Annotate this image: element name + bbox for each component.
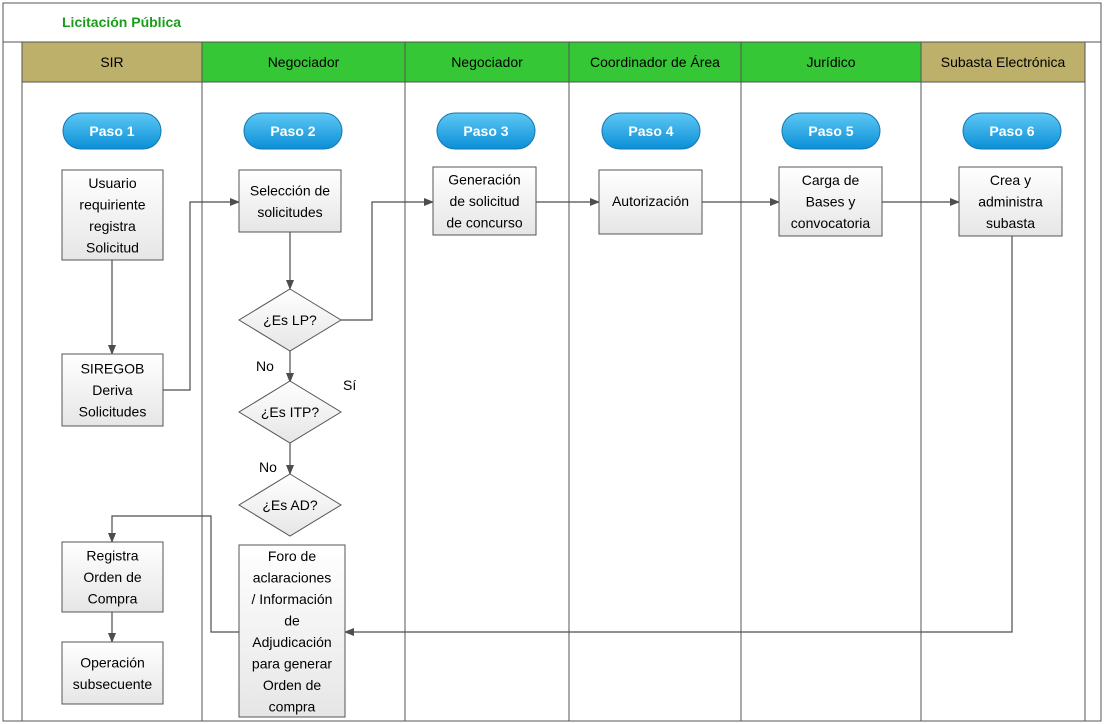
process-boxes: Usuario requiriente registraSolicitudSIREG… <box>61 166 1063 718</box>
step-badge-1 <box>62 112 162 150</box>
process-siregob-line: Solicitudes <box>79 404 147 420</box>
lane-header-1 <box>21 41 203 83</box>
process-crea <box>958 166 1063 237</box>
process-operacion-line: Operación <box>80 654 145 670</box>
process-foro-line: para generar <box>252 655 333 671</box>
process-carga-line: convocatoria <box>791 215 871 231</box>
process-registra-line: Compra <box>88 591 138 607</box>
process-foro-line: de <box>284 612 300 628</box>
process-registra <box>61 541 164 613</box>
step-label: Paso 5 <box>808 123 853 139</box>
connectors <box>108 198 1013 643</box>
step-badges: Paso 1 Paso 2 Paso 3 Paso 4 Paso 5 Paso 6 <box>62 112 1062 150</box>
process-foro-line: / Información <box>252 591 333 607</box>
step-label: Paso 3 <box>463 123 508 139</box>
diagram-title: Licitación Pública <box>62 14 181 30</box>
step-label: Paso 1 <box>89 123 134 139</box>
process-registra-line: Orden de <box>83 569 142 585</box>
step-label: Paso 6 <box>989 123 1034 139</box>
edge-label-no-lp: No <box>256 358 274 374</box>
process-foro-line: compra <box>269 698 316 714</box>
process-siregob <box>61 353 164 427</box>
process-crea-line: Crea y <box>990 172 1031 188</box>
process-seleccion-line: solicitudes <box>257 204 322 220</box>
process-generacion <box>432 166 537 236</box>
lane-label: Negociador <box>268 54 340 70</box>
process-foro-line: Orden de <box>263 677 322 693</box>
process-carga-line: Carga de <box>802 172 860 188</box>
decision-itp <box>238 380 342 444</box>
step-badge-3 <box>436 112 536 150</box>
lane-header-6 <box>920 41 1086 83</box>
edge-label-no-itp: No <box>259 459 277 475</box>
process-foro <box>238 544 346 718</box>
process-crea-line: subasta <box>986 215 1035 231</box>
edge-crea-foro <box>344 236 1013 636</box>
decision-itp-label: ¿Es ITP? <box>261 404 320 420</box>
lane-label: SIR <box>100 54 123 70</box>
step-badge-4 <box>601 112 701 150</box>
step-badge-2 <box>243 112 343 150</box>
step-label: Paso 4 <box>628 123 673 139</box>
process-autorizacion <box>598 169 703 235</box>
process-operacion-line: subsecuente <box>73 676 153 692</box>
process-generacion-line: de concurso <box>446 215 522 231</box>
process-seleccion-line: Selección de <box>250 182 330 198</box>
process-foro-line: Foro de <box>268 548 316 564</box>
step-badge-5 <box>781 112 881 150</box>
decisions: ¿Es LP? ¿Es ITP? ¿Es AD? <box>238 288 342 537</box>
lane-label: Subasta Electrónica <box>941 54 1066 70</box>
step-badge-6 <box>962 112 1062 150</box>
lanes: SIR Negociador Negociador Coordinador de Ár… <box>21 41 1086 721</box>
process-usuario-line: Usuario <box>88 175 136 191</box>
process-usuario-line: Solicitud <box>86 239 139 255</box>
decision-lp-label: ¿Es LP? <box>263 312 317 328</box>
edge-siregob-seleccion <box>163 198 240 391</box>
process-usuario-line: registra <box>89 218 136 234</box>
lane-label: Jurídico <box>806 54 855 70</box>
edge-lp-generacion <box>341 198 434 321</box>
process-generacion-line: Generación <box>448 172 520 188</box>
process-usuario <box>61 169 164 261</box>
process-usuario-line: requiriente <box>79 196 145 212</box>
process-autorizacion-line: Autorización <box>612 193 689 209</box>
process-operacion <box>61 641 164 705</box>
process-registra-line: Registra <box>86 548 138 564</box>
process-siregob-line: Deriva <box>92 382 133 398</box>
process-generacion-line: de solicitud <box>449 193 519 209</box>
step-label: Paso 2 <box>270 123 315 139</box>
lane-label: Negociador <box>451 54 523 70</box>
process-crea-line: administra <box>978 194 1043 210</box>
process-carga <box>778 166 883 237</box>
lane-header-3 <box>404 41 570 83</box>
decision-lp <box>238 288 342 352</box>
process-foro-line: Adjudicación <box>252 634 331 650</box>
edge-foro-registra <box>108 515 239 633</box>
process-siregob-line: SIREGOB <box>81 361 145 377</box>
process-foro-line: aclaraciones <box>253 569 332 585</box>
process-seleccion <box>238 169 342 233</box>
decision-ad-label: ¿Es AD? <box>262 497 317 513</box>
edge-label-si-itp: Sí <box>343 377 356 393</box>
lane-label: Coordinador de Área <box>590 54 720 70</box>
process-carga-line: Bases y <box>806 194 856 210</box>
lane-header-5 <box>740 41 922 83</box>
lane-header-4 <box>568 41 742 83</box>
decision-ad <box>238 473 342 537</box>
